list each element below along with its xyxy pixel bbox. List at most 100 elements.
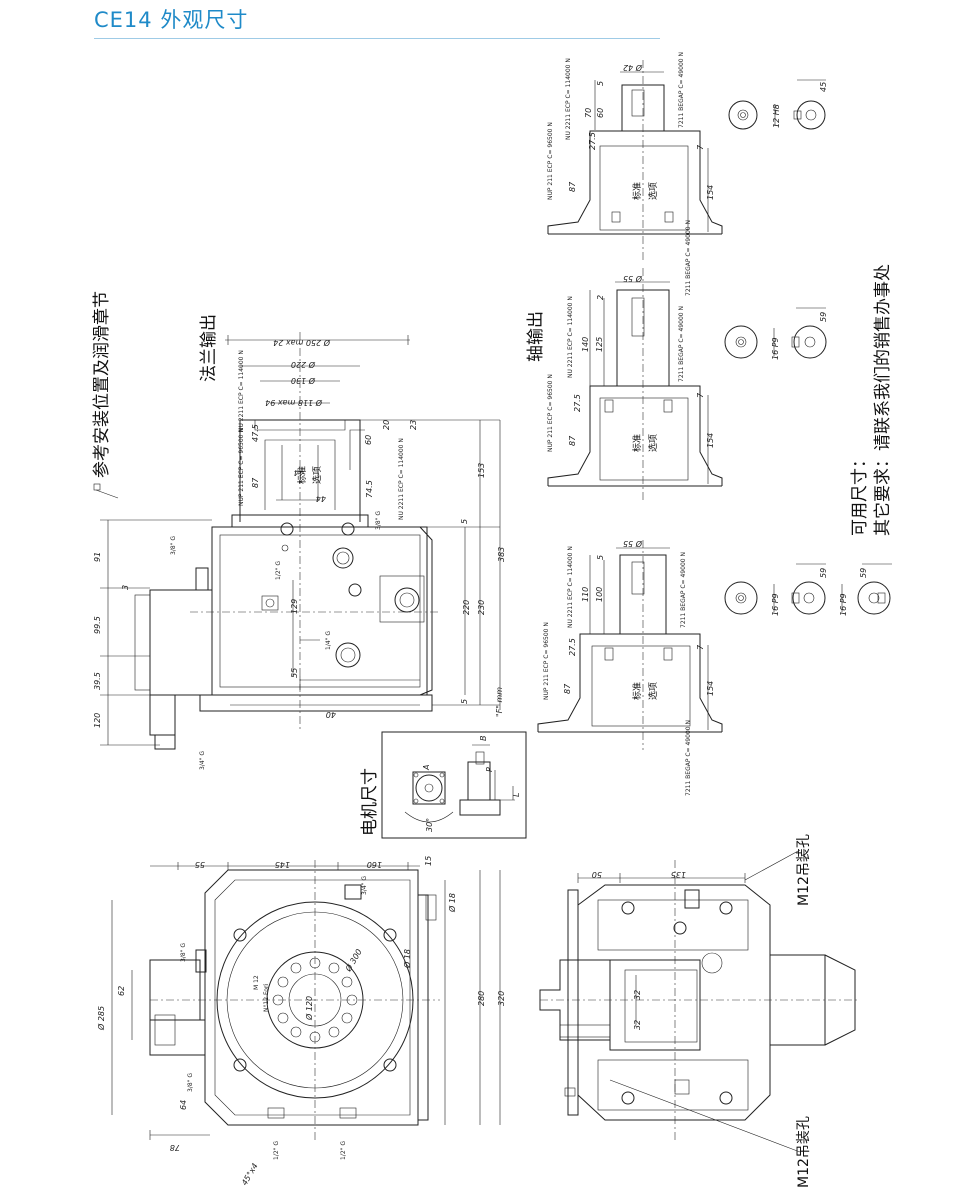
svg-text:Ø 285: Ø 285 — [96, 1006, 106, 1031]
svg-text:P: P — [485, 767, 494, 772]
svg-text:20: 20 — [382, 420, 391, 430]
svg-text:3/4" G: 3/4" G — [199, 751, 206, 770]
svg-text:7211 BEGAP C= 49000 N: 7211 BEGAP C= 49000 N — [678, 306, 685, 382]
svg-text:55: 55 — [290, 668, 299, 678]
svg-text:5: 5 — [460, 699, 469, 704]
svg-text:32: 32 — [633, 1020, 642, 1030]
flange-bolt-holes — [272, 957, 358, 1043]
svg-text:23: 23 — [409, 420, 418, 430]
svg-text:M 12: M 12 — [253, 975, 260, 990]
side-view: 50 135 32 32 — [539, 849, 860, 1153]
shaft-output-view-3: Ø 55 5 110 100 27.5 87 7 154 NU 2211 ECP… — [537, 539, 892, 796]
svg-text:154: 154 — [706, 185, 715, 200]
svg-text:44: 44 — [316, 494, 326, 503]
svg-text:7: 7 — [696, 392, 705, 398]
svg-text:87: 87 — [568, 181, 577, 192]
svg-text:87: 87 — [568, 435, 577, 446]
svg-text:30°: 30° — [425, 818, 434, 832]
svg-text:110: 110 — [581, 587, 590, 602]
svg-text:60: 60 — [596, 108, 605, 118]
svg-text:NUP 211 ECP C= 96500 N: NUP 211 ECP C= 96500 N — [547, 122, 554, 200]
svg-text:59: 59 — [819, 312, 828, 322]
svg-text:Ø 118 max 94: Ø 118 max 94 — [265, 398, 323, 408]
svg-text:27.5: 27.5 — [568, 638, 577, 656]
svg-text:7211 BEGAP C= 49000 N: 7211 BEGAP C= 49000 N — [685, 720, 692, 796]
svg-text:3: 3 — [121, 585, 130, 590]
svg-text:153: 153 — [477, 463, 486, 478]
svg-text:1/2" G: 1/2" G — [273, 1141, 280, 1160]
svg-text:NU 2211 ECP C= 114000 N: NU 2211 ECP C= 114000 N — [565, 58, 572, 140]
svg-text:320: 320 — [497, 991, 506, 1006]
svg-text:50: 50 — [592, 870, 602, 879]
motor-size-view: 30° B P L A — [381, 731, 527, 839]
shaft-output-view-1: Ø 42 5 70 60 27.5 87 7 154 NU 2211 ECP C… — [547, 52, 828, 260]
svg-text:标准: 标准 — [631, 182, 643, 200]
svg-text:参考安装位置及润滑章节: 参考安装位置及润滑章节 — [92, 291, 112, 478]
svg-text:3/4" G: 3/4" G — [361, 876, 368, 895]
svg-text:标准: 标准 — [631, 682, 643, 700]
svg-text:59: 59 — [859, 568, 868, 578]
title-rule — [94, 38, 660, 39]
svg-text:Ø 42: Ø 42 — [623, 63, 643, 73]
other-requirements-label: 其它要求：请联系我们的销售办事处 — [873, 264, 893, 536]
svg-text:N°12 Fori: N°12 Fori — [263, 984, 270, 1012]
svg-text:5: 5 — [460, 519, 469, 524]
svg-text:125: 125 — [595, 337, 604, 352]
svg-text:3/8" G: 3/8" G — [187, 1073, 194, 1092]
svg-text:74.5: 74.5 — [365, 480, 374, 498]
svg-text:选项: 选项 — [311, 466, 323, 484]
svg-text:选项: 选项 — [647, 182, 659, 200]
svg-text:60: 60 — [364, 435, 373, 445]
svg-text:1/2" G: 1/2" G — [275, 561, 282, 580]
svg-text:140: 140 — [581, 337, 590, 352]
install-ref-note: 参考安装位置及润滑章节 — [92, 291, 119, 499]
svg-text:383: 383 — [497, 547, 506, 562]
svg-text:160: 160 — [367, 860, 382, 869]
svg-text:47.5: 47.5 — [251, 424, 260, 442]
svg-text:7211 BEGAP C= 49000 N: 7211 BEGAP C= 49000 N — [685, 220, 692, 296]
svg-text:154: 154 — [706, 681, 715, 696]
svg-text:NUP 211 ECP C= 96500 N: NUP 211 ECP C= 96500 N — [547, 374, 554, 452]
svg-text:"F" mm: "F" mm — [495, 687, 504, 717]
svg-text:45: 45 — [819, 82, 828, 92]
svg-text:NU 2211 ECP C= 114000 N: NU 2211 ECP C= 114000 N — [398, 438, 405, 520]
svg-text:220: 220 — [462, 600, 471, 615]
svg-text:Ø 220: Ø 220 — [291, 360, 316, 370]
svg-text:Ø 130: Ø 130 — [291, 376, 316, 386]
svg-text:L: L — [512, 793, 521, 797]
svg-text:3/8" G: 3/8" G — [375, 511, 382, 530]
svg-text:40: 40 — [326, 710, 336, 719]
svg-text:16 P9: 16 P9 — [771, 337, 780, 360]
available-size-label: 可用尺寸： — [850, 451, 870, 536]
svg-text:选项: 选项 — [647, 682, 659, 700]
m12-lifting-hole-label-top: M12吊装孔 — [796, 834, 812, 906]
svg-text:12 H8: 12 H8 — [772, 104, 781, 128]
svg-text:62: 62 — [117, 986, 126, 996]
svg-text:1/2" G: 1/2" G — [340, 1141, 347, 1160]
svg-text:145: 145 — [275, 860, 290, 869]
shaft-output-label: 轴输出 — [526, 311, 546, 362]
svg-text:7211 BEGAP C= 49000 N: 7211 BEGAP C= 49000 N — [678, 52, 685, 128]
svg-text:70: 70 — [584, 108, 593, 118]
svg-text:7: 7 — [696, 144, 705, 150]
svg-text:Ø 250 max 24: Ø 250 max 24 — [273, 338, 331, 348]
svg-text:Ø 55: Ø 55 — [623, 274, 643, 284]
svg-text:NU 2211 ECP C= 114000 N: NU 2211 ECP C= 114000 N — [567, 296, 574, 378]
svg-text:标准: 标准 — [631, 434, 643, 452]
shaft-output-view-2: Ø 55 2 140 125 27.5 87 7 154 NU 2211 ECP… — [547, 220, 828, 500]
page-title: CE14 外观尺寸 — [94, 8, 249, 32]
svg-text:Ø 300: Ø 300 — [343, 947, 364, 974]
svg-text:59: 59 — [819, 568, 828, 578]
svg-text:44: 44 — [294, 468, 304, 477]
svg-text:B: B — [479, 736, 488, 742]
svg-text:15: 15 — [424, 856, 433, 866]
svg-text:7: 7 — [696, 644, 705, 650]
svg-text:3/8" G: 3/8" G — [180, 943, 187, 962]
svg-text:Ø 18: Ø 18 — [402, 949, 412, 969]
svg-text:标准: 标准 — [296, 466, 308, 484]
svg-text:27.5: 27.5 — [573, 394, 582, 412]
svg-text:Ø 55: Ø 55 — [623, 539, 643, 549]
svg-text:5: 5 — [596, 81, 605, 86]
svg-text:39.5: 39.5 — [93, 672, 102, 690]
